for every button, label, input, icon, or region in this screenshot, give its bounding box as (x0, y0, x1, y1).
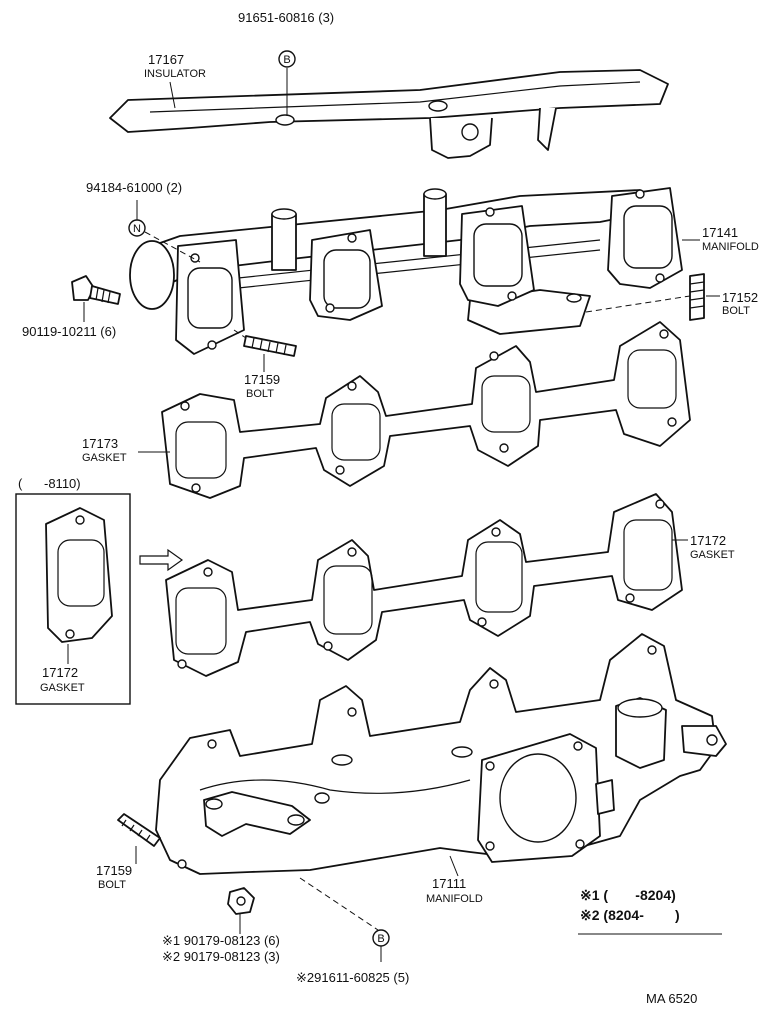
marker-b-upper-text: B (283, 54, 290, 66)
label-note2: ※2 90179-08123 (3) (162, 949, 280, 964)
insulator-part (109, 69, 669, 159)
upper-manifold-flanges (175, 187, 683, 355)
dash-nut-upper (144, 231, 201, 263)
marker-b-lower-text: B (377, 933, 384, 945)
label-gasket-upper-name: GASKET (82, 452, 127, 464)
label-gasket-lower-num: 17172 (690, 533, 726, 548)
arrow-inset-to-gasket (139, 548, 184, 572)
label-manifold-ex-name: MANIFOLD (702, 241, 759, 253)
label-manifold-in-name: MANIFOLD (426, 893, 483, 905)
legend-line2: ※2 (8204- ) (580, 907, 680, 923)
dash-stud-upper (233, 329, 247, 339)
dash-bolt-lower (299, 877, 379, 931)
label-nut-upper: 94184-61000 (2) (86, 180, 182, 195)
label-note1: ※1 90179-08123 (6) (162, 933, 280, 948)
label-insulator-num: 17167 (148, 52, 184, 67)
leader-insulator (169, 81, 176, 109)
nut-lower-part (227, 887, 255, 915)
label-inset-num: 17172 (42, 665, 78, 680)
hex-bolt-part (71, 275, 121, 305)
label-inset-range: ( -8110) (18, 476, 81, 491)
label-stud-upper-num: 17159 (244, 372, 280, 387)
inset-box (15, 493, 131, 705)
label-stud-upper-name: BOLT (246, 388, 274, 400)
label-bolt-left: 90119-10211 (6) (22, 324, 116, 339)
leader-manifold-in (449, 855, 459, 877)
gasket-lower-part (165, 493, 683, 677)
label-manifold-ex-num: 17141 (702, 225, 738, 240)
bolt-right-part (689, 273, 705, 321)
label-insulator-bolt: 91651-60816 (3) (238, 10, 334, 25)
legend-line1: ※1 ( -8204) (580, 887, 676, 903)
label-note3: ※291611-60825 (5) (296, 970, 409, 985)
label-stud-lower-name: BOLT (98, 879, 126, 891)
stud-upper-part (243, 335, 297, 357)
diagram-code: MA 6520 (646, 991, 697, 1006)
label-inset-name: GASKET (40, 682, 85, 694)
label-gasket-lower-name: GASKET (690, 549, 735, 561)
marker-b-upper (278, 50, 296, 68)
dash-bolt-right (585, 295, 691, 313)
gasket-upper-part (161, 321, 691, 499)
label-bolt-right-name: BOLT (722, 305, 750, 317)
upper-manifold-part (129, 187, 683, 355)
label-manifold-in-num: 17111 (432, 876, 466, 891)
label-gasket-upper-num: 17173 (82, 436, 118, 451)
lower-manifold-part (155, 633, 727, 875)
label-stud-lower-num: 17159 (96, 863, 132, 878)
label-insulator-name: INSULATOR (144, 68, 206, 80)
stud-lower-part (117, 813, 161, 847)
label-bolt-right-num: 17152 (722, 290, 758, 305)
marker-n-text: N (133, 223, 141, 235)
